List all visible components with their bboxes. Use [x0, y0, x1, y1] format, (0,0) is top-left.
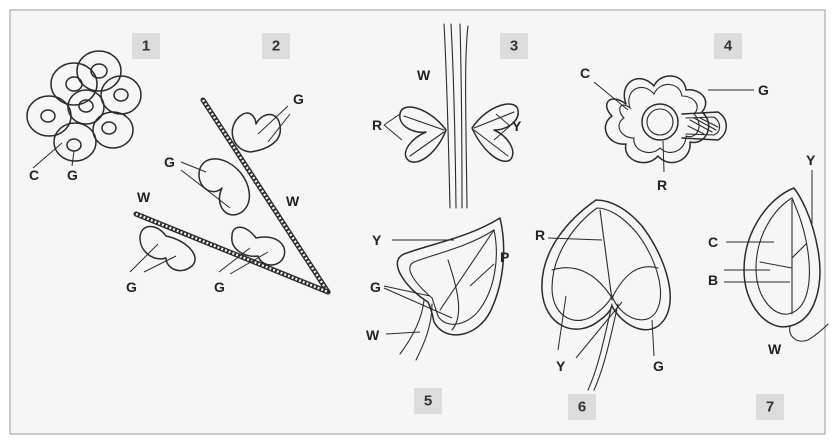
figure-3-number: 3 — [500, 33, 528, 59]
figure-3-label-y: Y — [512, 118, 522, 134]
figure-2-number: 2 — [262, 33, 290, 59]
figure-7-number: 7 — [756, 394, 784, 420]
figure-2-label-w-left: W — [137, 189, 151, 205]
figure-7-label-w: W — [768, 341, 782, 357]
figure-1-label-c: C — [29, 167, 39, 183]
figure-2-label-g-left: G — [164, 154, 175, 170]
figure-4-number: 4 — [714, 33, 742, 59]
figure-5-label-p: P — [500, 249, 509, 265]
figure-2-label-g-bottom-left: G — [126, 279, 137, 295]
svg-text:1: 1 — [142, 38, 150, 55]
svg-text:5: 5 — [424, 393, 432, 410]
figure-2-label-g-bottom-right: G — [214, 279, 225, 295]
svg-text:6: 6 — [578, 399, 586, 416]
figure-1-number: 1 — [132, 33, 160, 59]
figure-7-label-b: B — [708, 272, 718, 288]
figure-1-label-g: G — [67, 167, 78, 183]
svg-text:4: 4 — [724, 38, 733, 55]
figure-5-label-y: Y — [372, 232, 382, 248]
figure-3-label-w: W — [417, 67, 431, 83]
figure-5-label-g: G — [370, 279, 381, 295]
svg-text:2: 2 — [272, 38, 280, 55]
svg-text:7: 7 — [766, 399, 774, 416]
figure-4-label-g: G — [758, 82, 769, 98]
figure-4-label-c: C — [580, 65, 590, 81]
figure-6-label-r: R — [535, 227, 545, 243]
figure-5-number: 5 — [414, 388, 442, 414]
figure-7-label-c: C — [708, 234, 718, 250]
figure-2-label-g-top: G — [293, 91, 304, 107]
figure-6-number: 6 — [568, 394, 596, 420]
figure-7-label-y: Y — [806, 152, 816, 168]
figure-6-label-g: G — [653, 358, 664, 374]
svg-text:3: 3 — [510, 38, 518, 55]
figure-2-label-w-right: W — [286, 193, 300, 209]
figure-6-label-y: Y — [556, 358, 566, 374]
figure-3-label-r: R — [372, 117, 382, 133]
figure-5-label-w: W — [366, 327, 380, 343]
figure-4-label-r: R — [657, 177, 667, 193]
